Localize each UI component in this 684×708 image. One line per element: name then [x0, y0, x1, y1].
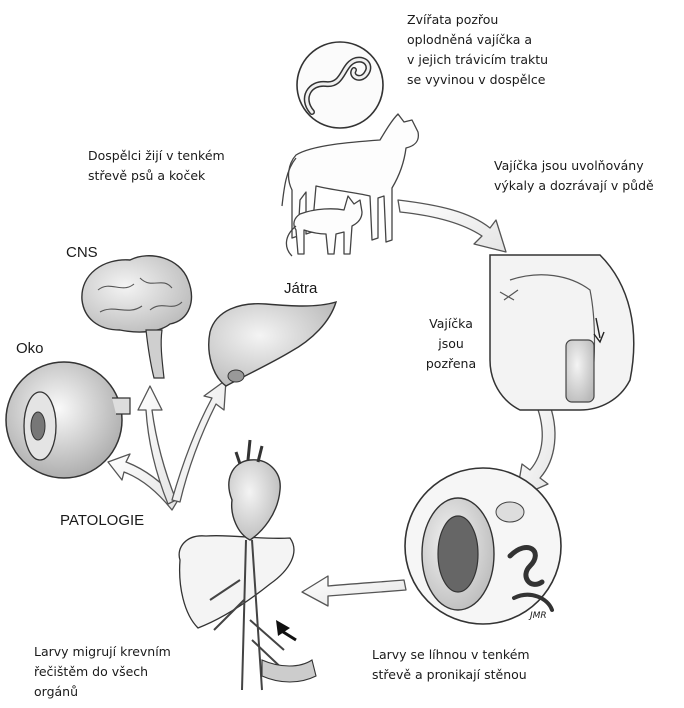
step-top-text: Zvířata pozřou oplodněná vajíčka a v jej…: [407, 10, 548, 90]
organ-label-cns: CNS: [66, 244, 98, 261]
step-top-line-1: Zvířata pozřou: [407, 10, 548, 30]
step-larvae-hatch-line-1: Larvy se líhnou v tenkém: [372, 645, 530, 665]
intestine-inset: [405, 468, 561, 624]
step-larvae-migrate-text: Larvy migrují krevním řečištěm do všech …: [34, 642, 171, 702]
worm-inset: [297, 42, 383, 128]
step-adults-line-1: Dospělci žijí v tenkém: [88, 146, 225, 166]
step-larvae-hatch-text: Larvy se líhnou v tenkém střevě a pronik…: [372, 645, 530, 685]
brain-illustration: [82, 256, 192, 378]
pathology-label: PATOLOGIE: [60, 512, 144, 529]
step-eggs-released-line-1: Vajíčka jsou uvolňovány: [494, 156, 654, 176]
step-top-line-3: v jejich trávicím traktu: [407, 50, 548, 70]
arrow-to-soil: [398, 200, 506, 252]
step-larvae-hatch-line-2: střevě a pronikají stěnou: [372, 665, 530, 685]
step-top-line-4: se vyvinou v dospělce: [407, 70, 548, 90]
step-adults-text: Dospělci žijí v tenkém střevě psů a koče…: [88, 146, 225, 186]
organ-label-liver: Játra: [284, 280, 317, 297]
liver-illustration: [209, 302, 336, 386]
artist-signature: JMR: [530, 606, 547, 626]
step-larvae-migrate-line-2: řečištěm do všech: [34, 662, 171, 682]
ingestion-inset: [490, 255, 634, 410]
step-eggs-released-text: Vajíčka jsou uvolňovány výkaly a dozráva…: [494, 156, 654, 196]
step-eggs-ingested-line-2: jsou: [416, 334, 486, 354]
step-eggs-released-line-2: výkaly a dozrávají v půdě: [494, 176, 654, 196]
step-eggs-ingested-line-1: Vajíčka: [416, 314, 486, 334]
step-top-line-2: oplodněná vajíčka a: [407, 30, 548, 50]
step-adults-line-2: střevě psů a koček: [88, 166, 225, 186]
heart-vessels-illustration: [179, 440, 316, 690]
arrow-to-organs: [302, 576, 406, 606]
organ-label-eye: Oko: [16, 340, 44, 357]
arrow-to-liver: [172, 380, 226, 502]
step-larvae-migrate-line-3: orgánů: [34, 682, 171, 702]
step-eggs-ingested-text: Vajíčka jsou pozřena: [416, 314, 486, 374]
step-eggs-ingested-line-3: pozřena: [416, 354, 486, 374]
step-larvae-migrate-line-1: Larvy migrují krevním: [34, 642, 171, 662]
